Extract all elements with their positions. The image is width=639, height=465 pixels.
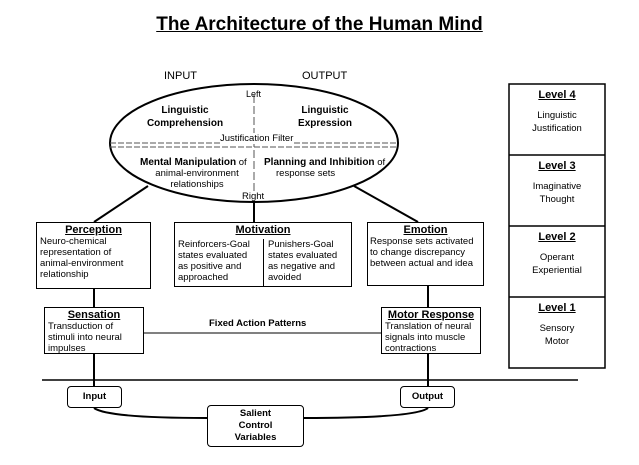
planning-desc: response sets [276, 168, 336, 179]
sensation-title: Sensation [67, 309, 121, 321]
page-title: The Architecture of the Human Mind [156, 14, 483, 35]
input-header: INPUT [164, 70, 197, 82]
planning-inhibition: Planning and Inhibition of [264, 157, 386, 168]
fixed-action-patterns: Fixed Action Patterns [207, 318, 309, 329]
input-box: Input [67, 386, 122, 408]
output-box: Output [400, 386, 455, 408]
left-label: Left [246, 89, 262, 99]
perception-title: Perception [65, 224, 122, 236]
right-label: Right [242, 191, 265, 202]
output-header: OUTPUT [302, 70, 348, 82]
justification-filter-label: Justification Filter [220, 133, 294, 144]
emotion-title: Emotion [403, 224, 448, 236]
mental-manipulation: Mental Manipulation of [140, 157, 247, 168]
motivation-title: Motivation [235, 224, 291, 236]
motor-response-title: Motor Response [387, 309, 475, 321]
